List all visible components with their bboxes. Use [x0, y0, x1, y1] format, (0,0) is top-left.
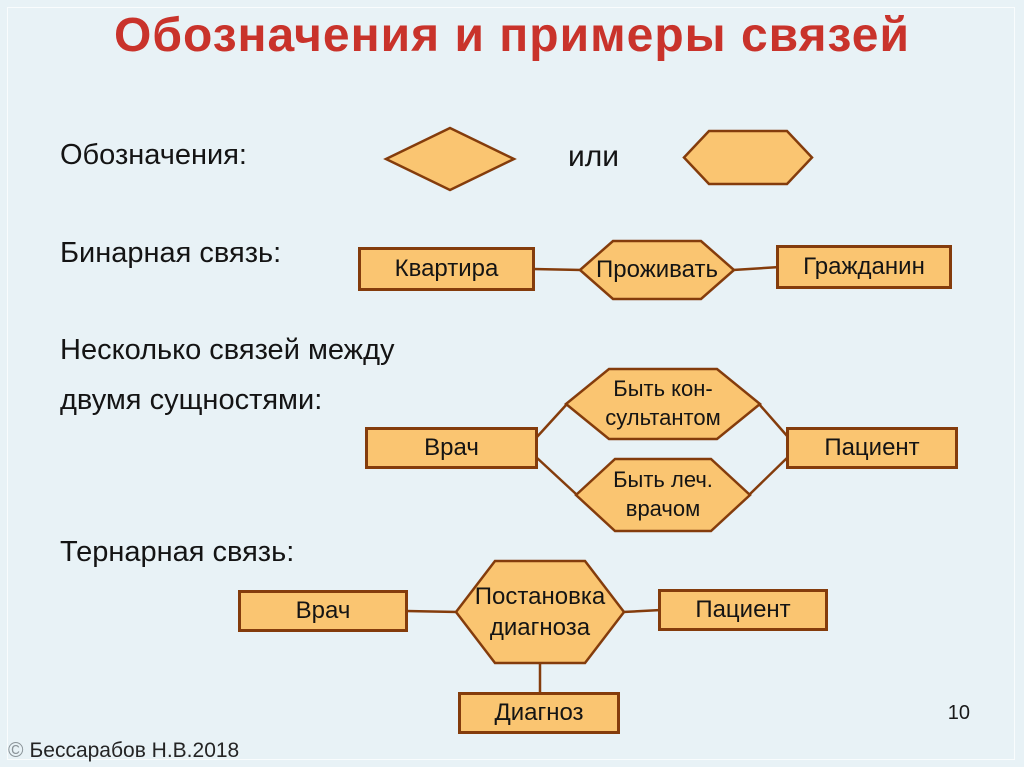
multiple-entity-right-label: Пациент: [824, 434, 920, 461]
notation-hexagon-shape: [681, 128, 815, 187]
page-number: 10: [947, 702, 970, 724]
multiple-relationship-top-hexagon: Быть кон- сультантом: [563, 366, 763, 442]
ternary-entity-bottom-label: Диагноз: [494, 699, 584, 726]
binary-entity-left-label: Квартира: [394, 255, 499, 282]
multiple-relationship-bottom-label: Быть леч. врачом: [573, 456, 753, 534]
multiple-relationship-top-line1: Быть кон-: [613, 376, 713, 402]
binary-section-label: Бинарная связь:: [60, 237, 282, 269]
binary-entity-right-box: Гражданин: [776, 245, 952, 289]
notation-diamond-shape: [383, 125, 517, 193]
copyright: ©Бессарабов Н.В.2018: [8, 739, 239, 763]
multiple-relationship-bottom-hexagon: Быть леч. врачом: [573, 456, 753, 534]
notation-or-text: или: [568, 140, 620, 173]
binary-entity-right-label: Гражданин: [803, 253, 925, 280]
notation-section-label: Обозначения:: [60, 139, 247, 171]
copyright-icon: ©: [8, 739, 24, 762]
multiple-relationship-top-line2: сультантом: [605, 405, 721, 430]
ternary-entity-right-box: Пациент: [658, 589, 828, 631]
ternary-relationship-hexagon: Постановка диагноза: [453, 558, 627, 666]
multiple-section-label-line2: двумя сущностями:: [60, 384, 323, 416]
ternary-section-label: Тернарная связь:: [60, 536, 295, 568]
ternary-entity-left-box: Врач: [238, 590, 408, 632]
multiple-entity-right-box: Пациент: [786, 427, 958, 469]
binary-entity-left-box: Квартира: [358, 247, 535, 291]
page-title: Обозначения и примеры связей: [114, 9, 910, 62]
copyright-text: Бессарабов Н.В.2018: [29, 739, 240, 762]
ternary-entity-left-label: Врач: [295, 597, 351, 624]
ternary-entity-right-label: Пациент: [695, 596, 791, 623]
multiple-relationship-top-label: Быть кон- сультантом: [563, 366, 763, 442]
multiple-relationship-bottom-line2: врачом: [625, 496, 701, 521]
ternary-relationship-line2: диагноза: [489, 614, 591, 641]
ternary-relationship-line1: Постановка: [474, 582, 606, 610]
ternary-entity-bottom-box: Диагноз: [458, 692, 620, 734]
multiple-entity-left-box: Врач: [365, 427, 538, 469]
multiple-section-label-line1: Несколько связей между: [60, 334, 395, 366]
binary-relationship-hexagon: Проживать: [577, 238, 737, 302]
multiple-entity-left-label: Врач: [424, 434, 479, 461]
binary-relationship-label: Проживать: [596, 256, 718, 284]
multiple-relationship-bottom-line1: Быть леч.: [613, 467, 713, 493]
ternary-relationship-label: Постановка диагноза: [453, 558, 627, 666]
